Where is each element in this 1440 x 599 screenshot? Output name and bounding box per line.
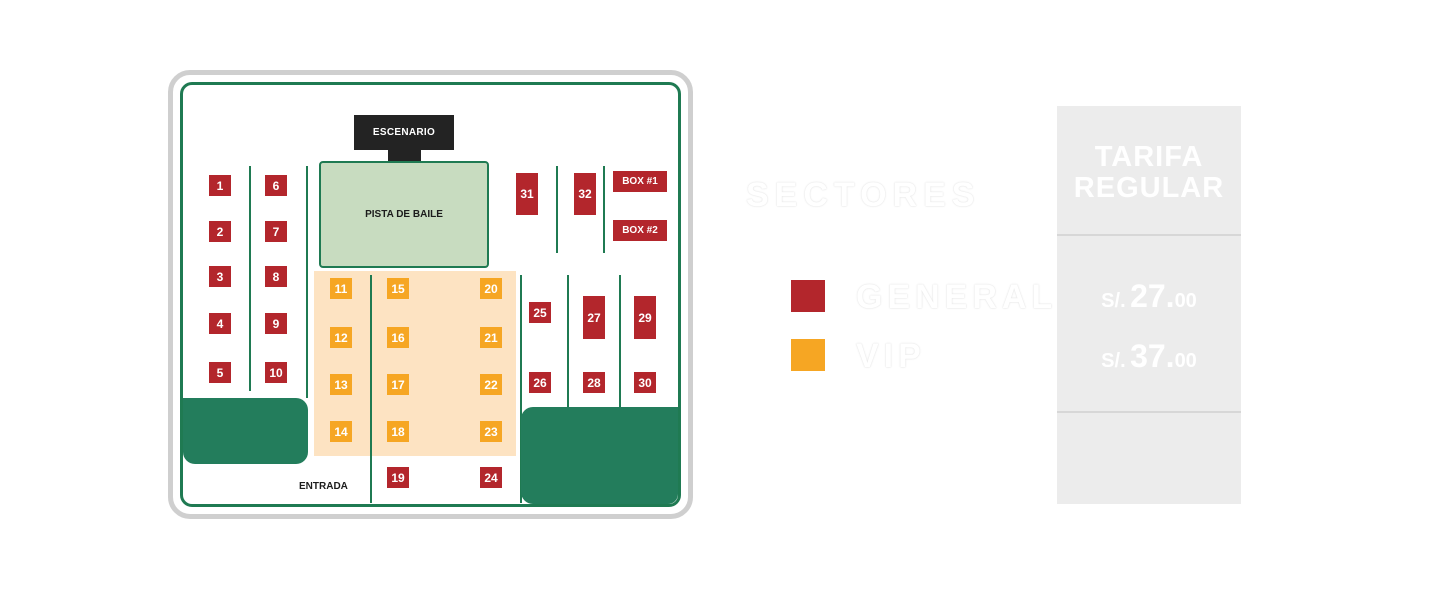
price-header: TARIFA REGULAR	[1057, 142, 1241, 204]
dance-floor: PISTA DE BAILE	[319, 161, 489, 268]
legend-label-general: GENERAL	[856, 278, 1058, 316]
green-area-left	[183, 398, 308, 464]
table-6[interactable]: 6	[265, 175, 287, 196]
table-8[interactable]: 8	[265, 266, 287, 287]
table-5[interactable]: 5	[209, 362, 231, 383]
table-26[interactable]: 26	[529, 372, 551, 393]
table-27[interactable]: 27	[583, 296, 605, 339]
table-32[interactable]: 32	[574, 173, 596, 215]
aisle-line	[556, 166, 558, 253]
legend-label-vip: VIP	[856, 337, 926, 375]
table-30[interactable]: 30	[634, 372, 656, 393]
stage: ESCENARIO	[354, 115, 454, 150]
table-28[interactable]: 28	[583, 372, 605, 393]
table-7[interactable]: 7	[265, 221, 287, 242]
price-panel: TARIFA REGULAR S/. 27.00 S/. 37.00	[1057, 106, 1241, 504]
table-29[interactable]: 29	[634, 296, 656, 339]
table-10[interactable]: 10	[265, 362, 287, 383]
price-amount: 37.	[1130, 338, 1175, 374]
table-2[interactable]: 2	[209, 221, 231, 242]
panel-divider	[1057, 234, 1241, 236]
price-amount: 27.	[1130, 278, 1175, 314]
table-15[interactable]: 15	[387, 278, 409, 299]
aisle-line	[520, 275, 522, 503]
table-20[interactable]: 20	[480, 278, 502, 299]
table-14[interactable]: 14	[330, 421, 352, 442]
aisle-line	[249, 166, 251, 391]
table-17[interactable]: 17	[387, 374, 409, 395]
table-3[interactable]: 3	[209, 266, 231, 287]
table-24[interactable]: 24	[480, 467, 502, 488]
table-13[interactable]: 13	[330, 374, 352, 395]
aisle-line	[306, 166, 308, 398]
table-31[interactable]: 31	[516, 173, 538, 215]
aisle-line	[619, 275, 621, 407]
table-1[interactable]: 1	[209, 175, 231, 196]
price-header-line1: TARIFA	[1094, 141, 1204, 173]
table-22[interactable]: 22	[480, 374, 502, 395]
price-currency: S/.	[1101, 290, 1126, 312]
box-2[interactable]: BOX #2	[613, 220, 667, 241]
box-1[interactable]: BOX #1	[613, 171, 667, 192]
table-11[interactable]: 11	[330, 278, 352, 299]
legend-swatch-general	[791, 280, 825, 312]
entrance-label: ENTRADA	[299, 481, 348, 492]
table-4[interactable]: 4	[209, 313, 231, 334]
sectors-title: SECTORES	[746, 176, 981, 214]
panel-divider	[1057, 411, 1241, 413]
table-19[interactable]: 19	[387, 467, 409, 488]
price-general: S/. 27.00	[1057, 278, 1241, 315]
dance-floor-label: PISTA DE BAILE	[365, 209, 443, 220]
table-12[interactable]: 12	[330, 327, 352, 348]
price-header-line2: REGULAR	[1073, 172, 1225, 204]
table-21[interactable]: 21	[480, 327, 502, 348]
table-16[interactable]: 16	[387, 327, 409, 348]
price-cents: 00	[1174, 350, 1197, 372]
table-23[interactable]: 23	[480, 421, 502, 442]
price-vip: S/. 37.00	[1057, 338, 1241, 375]
table-25[interactable]: 25	[529, 302, 551, 323]
legend-swatch-vip	[791, 339, 825, 371]
table-18[interactable]: 18	[387, 421, 409, 442]
green-area-right	[521, 407, 678, 504]
price-cents: 00	[1174, 290, 1197, 312]
aisle-line	[370, 275, 372, 503]
table-9[interactable]: 9	[265, 313, 287, 334]
price-currency: S/.	[1101, 350, 1126, 372]
aisle-line	[567, 275, 569, 407]
aisle-line	[603, 166, 605, 253]
